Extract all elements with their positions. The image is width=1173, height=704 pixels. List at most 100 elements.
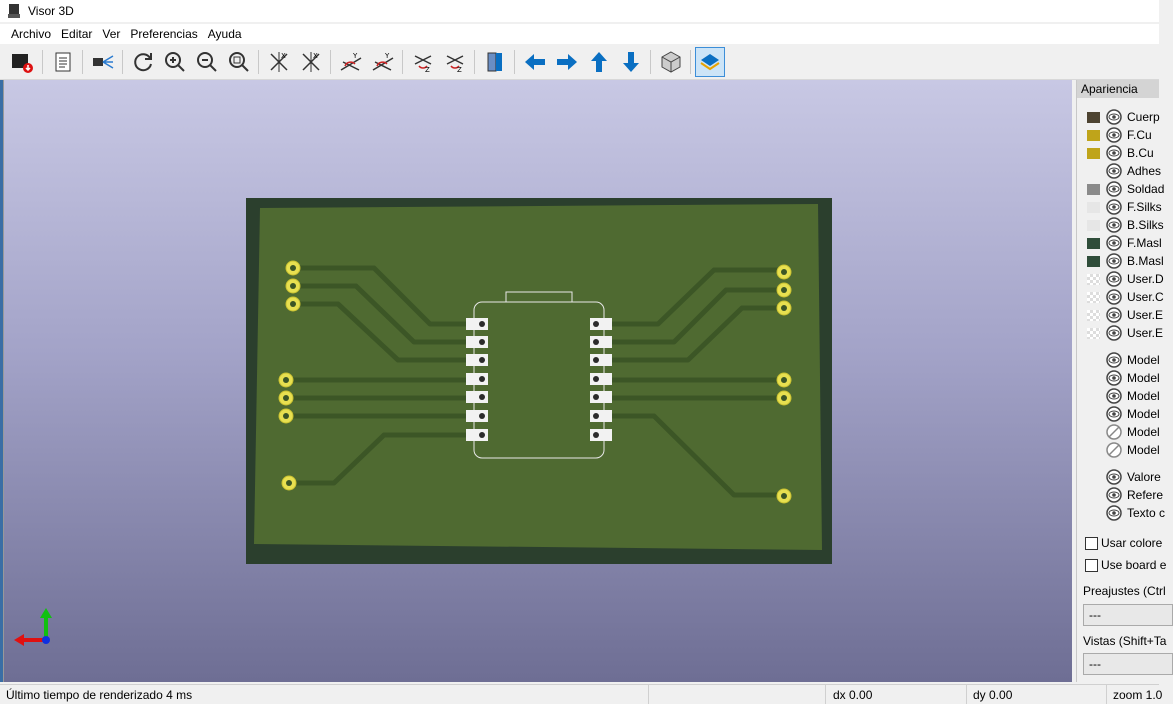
model-label: Model bbox=[1127, 371, 1160, 385]
layer-color-swatch[interactable] bbox=[1087, 237, 1100, 249]
layer-label: F.Masl bbox=[1127, 236, 1162, 250]
visibility-eye-icon[interactable] bbox=[1105, 235, 1123, 251]
visibility-eye-icon[interactable] bbox=[1105, 109, 1123, 125]
model-row[interactable]: Model bbox=[1077, 423, 1160, 441]
copy-button[interactable] bbox=[48, 47, 78, 77]
layer-color-swatch[interactable] bbox=[1087, 183, 1100, 195]
rotate-y-cw-button[interactable]: Y bbox=[336, 47, 366, 77]
toolbar: X X Y Y Z Z bbox=[0, 44, 1159, 80]
visibility-eye-icon[interactable] bbox=[1105, 163, 1123, 179]
reload-button[interactable] bbox=[128, 47, 158, 77]
layer-color-swatch[interactable] bbox=[1087, 147, 1100, 159]
visibility-eye-icon[interactable] bbox=[1105, 145, 1123, 161]
hidden-eye-icon[interactable] bbox=[1105, 442, 1123, 458]
pan-up-button[interactable] bbox=[584, 47, 614, 77]
pan-down-button[interactable] bbox=[616, 47, 646, 77]
copy-icon bbox=[55, 52, 71, 72]
layer-row[interactable]: Cuerp bbox=[1077, 108, 1160, 126]
views-select[interactable]: --- bbox=[1083, 653, 1173, 675]
text-layer-row[interactable]: Texto c bbox=[1077, 504, 1165, 522]
visibility-eye-icon[interactable] bbox=[1105, 271, 1123, 287]
layer-row[interactable]: B.Masl bbox=[1077, 252, 1164, 270]
model-row[interactable]: Model bbox=[1077, 441, 1160, 459]
visibility-eye-icon[interactable] bbox=[1105, 307, 1123, 323]
option-checkbox[interactable] bbox=[1085, 558, 1098, 572]
visibility-eye-icon[interactable] bbox=[1105, 487, 1123, 503]
layer-row[interactable]: B.Cu bbox=[1077, 144, 1160, 162]
visibility-eye-icon[interactable] bbox=[1105, 217, 1123, 233]
layer-row[interactable]: User.E bbox=[1077, 306, 1163, 324]
3d-viewport[interactable] bbox=[3, 80, 1072, 682]
option-checkbox[interactable] bbox=[1085, 536, 1098, 550]
layer-color-swatch[interactable] bbox=[1087, 291, 1100, 303]
layer-row[interactable]: B.Silks bbox=[1077, 216, 1164, 234]
rotate-y-ccw-button[interactable]: Y bbox=[368, 47, 398, 77]
layer-row[interactable]: F.Silks bbox=[1077, 198, 1162, 216]
menu-ayuda[interactable]: Ayuda bbox=[207, 27, 242, 41]
zoom-fit-button[interactable] bbox=[224, 47, 254, 77]
svg-text:X: X bbox=[313, 52, 318, 60]
menu-ver[interactable]: Ver bbox=[102, 27, 121, 41]
option-checkbox-row[interactable]: Use board e bbox=[1077, 556, 1166, 574]
raytrace-button[interactable] bbox=[88, 47, 118, 77]
visibility-eye-icon[interactable] bbox=[1105, 469, 1123, 485]
rotate-z-cw-button[interactable]: Z bbox=[408, 47, 438, 77]
zoom-in-button[interactable] bbox=[160, 47, 190, 77]
pan-right-button[interactable] bbox=[552, 47, 582, 77]
layer-row[interactable]: F.Masl bbox=[1077, 234, 1162, 252]
visibility-eye-icon[interactable] bbox=[1105, 289, 1123, 305]
layers-toggle-button[interactable] bbox=[695, 47, 725, 77]
layer-color-swatch[interactable] bbox=[1087, 201, 1100, 213]
menu-editar[interactable]: Editar bbox=[61, 27, 93, 41]
layer-color-swatch[interactable] bbox=[1087, 255, 1100, 267]
layer-color-swatch[interactable] bbox=[1087, 219, 1100, 231]
rotate-z-ccw-button[interactable]: Z bbox=[440, 47, 470, 77]
option-checkbox-row[interactable]: Usar colore bbox=[1077, 534, 1162, 552]
visibility-eye-icon[interactable] bbox=[1105, 199, 1123, 215]
layer-color-swatch[interactable] bbox=[1087, 129, 1100, 141]
layer-row[interactable]: Adhes bbox=[1077, 162, 1161, 180]
visibility-eye-icon[interactable] bbox=[1105, 406, 1123, 422]
hidden-eye-icon[interactable] bbox=[1105, 424, 1123, 440]
layer-color-swatch[interactable] bbox=[1087, 111, 1100, 123]
smd-pads-left bbox=[466, 318, 488, 441]
rotate-x-cw-button[interactable]: X bbox=[264, 47, 294, 77]
layer-row[interactable]: User.D bbox=[1077, 270, 1164, 288]
model-label: Model bbox=[1127, 353, 1160, 367]
layer-color-swatch[interactable] bbox=[1087, 309, 1100, 321]
model-row[interactable]: Model bbox=[1077, 351, 1160, 369]
zoom-out-button[interactable] bbox=[192, 47, 222, 77]
model-row[interactable]: Model bbox=[1077, 369, 1160, 387]
layer-row[interactable]: User.C bbox=[1077, 288, 1164, 306]
visibility-eye-icon[interactable] bbox=[1105, 370, 1123, 386]
flip-board-button[interactable] bbox=[480, 47, 510, 77]
export-button[interactable] bbox=[7, 47, 37, 77]
pan-left-button[interactable] bbox=[520, 47, 550, 77]
text-layer-row[interactable]: Valore bbox=[1077, 468, 1161, 486]
visibility-eye-icon[interactable] bbox=[1105, 181, 1123, 197]
panel-title: Apariencia bbox=[1077, 80, 1159, 98]
svg-text:Z: Z bbox=[425, 66, 430, 74]
model-row[interactable]: Model bbox=[1077, 405, 1160, 423]
layer-row[interactable]: User.E bbox=[1077, 324, 1163, 342]
layer-row[interactable]: F.Cu bbox=[1077, 126, 1160, 144]
orthographic-button[interactable] bbox=[656, 47, 686, 77]
visibility-eye-icon[interactable] bbox=[1105, 127, 1123, 143]
dx-status: dx 0.00 bbox=[833, 688, 873, 702]
visibility-eye-icon[interactable] bbox=[1105, 325, 1123, 341]
rotate-x-ccw-button[interactable]: X bbox=[296, 47, 326, 77]
export-icon bbox=[12, 54, 33, 73]
menu-archivo[interactable]: Archivo bbox=[11, 27, 52, 41]
visibility-eye-icon[interactable] bbox=[1105, 253, 1123, 269]
layer-color-swatch[interactable] bbox=[1087, 327, 1100, 339]
model-row[interactable]: Model bbox=[1077, 387, 1160, 405]
menu-preferencias[interactable]: Preferencias bbox=[130, 27, 198, 41]
visibility-eye-icon[interactable] bbox=[1105, 352, 1123, 368]
presets-select[interactable]: --- bbox=[1083, 604, 1173, 626]
layer-row[interactable]: Soldad bbox=[1077, 180, 1164, 198]
orthographic-icon bbox=[661, 51, 681, 73]
visibility-eye-icon[interactable] bbox=[1105, 505, 1123, 521]
visibility-eye-icon[interactable] bbox=[1105, 388, 1123, 404]
text-layer-row[interactable]: Refere bbox=[1077, 486, 1163, 504]
layer-color-swatch[interactable] bbox=[1087, 273, 1100, 285]
